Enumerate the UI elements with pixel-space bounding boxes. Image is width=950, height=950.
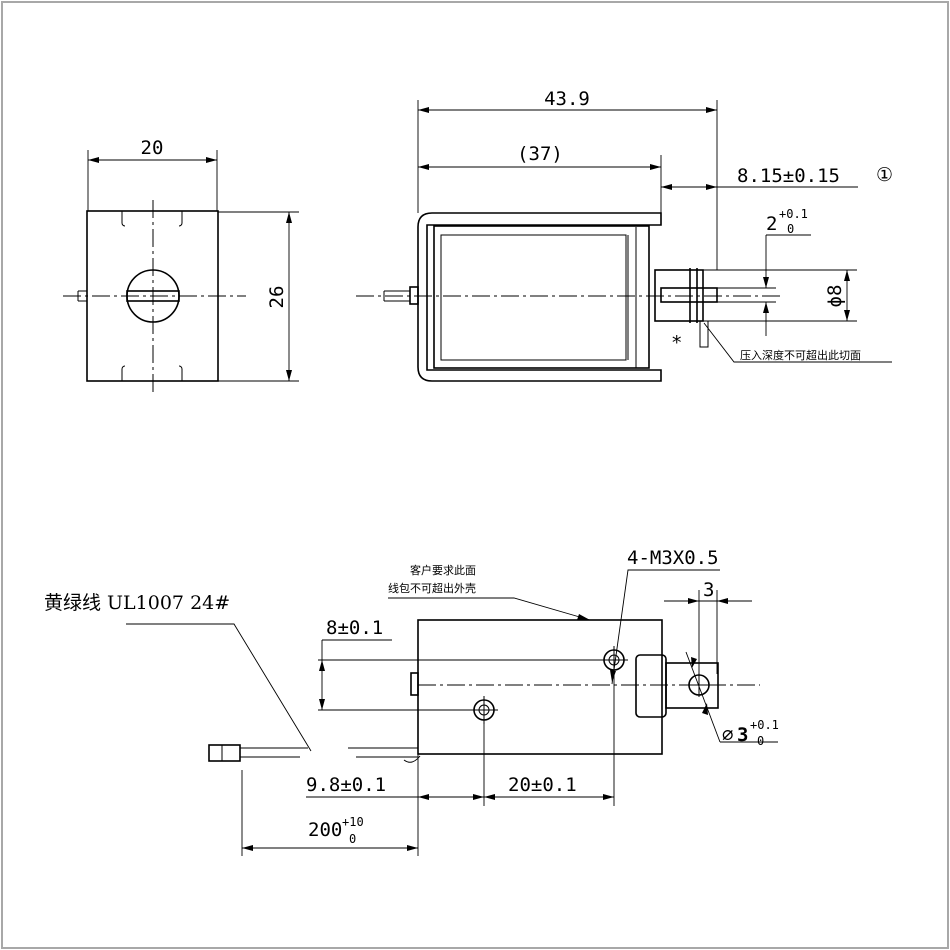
plunger-hole-prefix: ⌀ bbox=[722, 724, 733, 746]
side-slot-dimension: 2 +0.1 0 bbox=[717, 207, 811, 336]
customer-note-line1: 客户要求此面 bbox=[410, 563, 476, 577]
plunger-hole-tol-lower: 0 bbox=[757, 734, 764, 748]
bottom-rear-stub bbox=[410, 672, 419, 696]
front-width-dimension: 20 bbox=[87, 137, 218, 211]
hole-spacing-v-label: 8±0.1 bbox=[326, 617, 383, 639]
dim-3-label: 3 bbox=[703, 579, 714, 601]
bottom-housing bbox=[417, 619, 663, 755]
side-coil-inner bbox=[440, 234, 627, 361]
wire-terminal bbox=[208, 744, 241, 762]
side-coil-outer bbox=[433, 225, 650, 369]
front-notches bbox=[121, 211, 183, 381]
plunger-hole-tol-upper: +0.1 bbox=[750, 718, 779, 732]
side-diameter-dimension: ϕ8 bbox=[703, 269, 857, 322]
hole-spacing-v-dimension: 8±0.1 bbox=[318, 617, 600, 711]
side-plunger-slot bbox=[660, 287, 718, 303]
wire-length-dimension: 200 +10 0 bbox=[241, 770, 418, 856]
side-view: 43.9 (37) 8.15±0.15 ① 2 +0. bbox=[356, 88, 893, 382]
side-slot-tol-lower: 0 bbox=[787, 222, 794, 236]
side-overall-length-dimension: 43.9 bbox=[417, 88, 718, 270]
dim-3: 3 bbox=[664, 579, 752, 674]
side-body-length-label: (37) bbox=[517, 143, 563, 165]
side-slot-label: 2 bbox=[766, 213, 777, 235]
hole-spacing-h-label: 20±0.1 bbox=[508, 774, 577, 796]
side-slot-tol-upper: +0.1 bbox=[779, 207, 808, 221]
thread-spec-label: 4-M3X0.5 bbox=[627, 547, 719, 569]
customer-note-line2: 线包不可超出外壳 bbox=[388, 581, 476, 595]
wire-length-tol-upper: +10 bbox=[342, 815, 364, 829]
side-frame bbox=[417, 212, 662, 382]
thread-callout: 4-M3X0.5 bbox=[610, 547, 720, 685]
side-press-face bbox=[699, 320, 709, 348]
side-overall-length-label: 43.9 bbox=[544, 88, 590, 110]
bottom-view: 黄绿线 UL1007 24# 客户要求此面 线包不可超出外壳 4-M3X0.5 … bbox=[44, 547, 779, 856]
side-plunger-offset-label: 8.15±0.15 bbox=[737, 165, 840, 187]
thread-leader bbox=[611, 569, 720, 685]
wire-length-base: 200 bbox=[308, 819, 342, 841]
front-height-label: 26 bbox=[266, 286, 288, 309]
press-depth-note-text: 压入深度不可超出此切面 bbox=[740, 348, 861, 362]
customer-note: 客户要求此面 线包不可超出外壳 bbox=[388, 563, 591, 621]
wire-leader bbox=[126, 623, 312, 752]
side-plunger-offset-dimension: 8.15±0.15 ① bbox=[661, 164, 893, 190]
front-height-dimension: 26 bbox=[218, 211, 299, 382]
wire-label: 黄绿线 UL1007 24# bbox=[44, 592, 230, 614]
plunger-hole-dimension: ⌀ 3 +0.1 0 bbox=[685, 651, 779, 748]
customer-note-leader bbox=[388, 597, 591, 621]
wire-length-tol-lower: 0 bbox=[349, 832, 356, 846]
hole-offset-label: 9.8±0.1 bbox=[306, 774, 386, 796]
hole-offset-dimensions: 9.8±0.1 20±0.1 bbox=[306, 670, 615, 856]
lead-wire bbox=[208, 744, 421, 763]
asterisk-mark: * bbox=[671, 332, 682, 354]
plunger-hole-base: 3 bbox=[737, 724, 748, 746]
side-plunger bbox=[654, 268, 718, 348]
note-marker: ① bbox=[876, 164, 893, 186]
side-body-length-dimension: (37) bbox=[418, 143, 662, 213]
front-width-label: 20 bbox=[141, 137, 164, 159]
press-depth-note: * 压入深度不可超出此切面 bbox=[671, 322, 892, 363]
front-view: 20 26 bbox=[63, 137, 299, 392]
side-diameter-label: ϕ8 bbox=[824, 285, 846, 308]
